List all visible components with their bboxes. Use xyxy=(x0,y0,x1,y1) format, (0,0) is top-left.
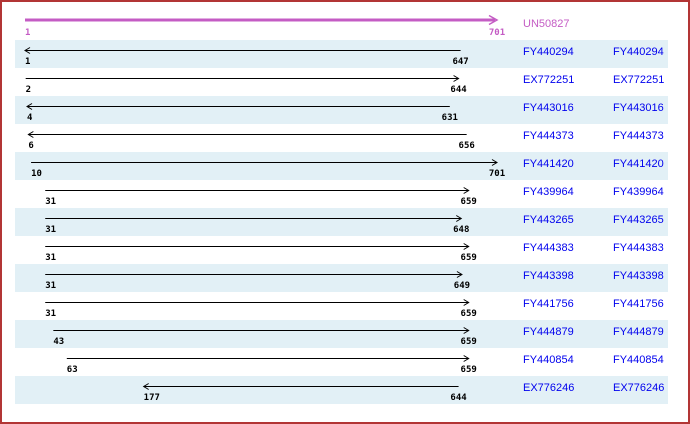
accession-link-col2[interactable]: FY441420 xyxy=(613,158,664,170)
alignment-row: 31 659 FY441756 FY441756 xyxy=(2,292,688,320)
accession-link-col1[interactable]: FY440854 xyxy=(523,354,574,366)
alignment-row: 6 656 FY444373 FY444373 xyxy=(2,124,688,152)
accession-link-col2[interactable]: FY440294 xyxy=(613,46,664,58)
alignment-end-coord: 659 xyxy=(460,197,477,207)
alignment-end-coord: 649 xyxy=(453,281,471,291)
accession-link-col1[interactable]: FY440294 xyxy=(523,46,574,58)
alignment-arrow-right[interactable] xyxy=(2,208,522,236)
alignment-start-coord: 10 xyxy=(31,169,42,179)
alignment-end-coord: 644 xyxy=(450,85,467,95)
row-band xyxy=(15,264,668,292)
accession-link-col2[interactable]: FY443016 xyxy=(613,102,664,114)
row-band xyxy=(15,208,668,236)
alignment-start-coord: 31 xyxy=(45,253,57,263)
accession-link-col1[interactable]: FY444383 xyxy=(523,242,574,254)
accession-link-col2[interactable]: EX776246 xyxy=(613,382,665,394)
alignment-arrow-left[interactable] xyxy=(2,96,522,124)
alignment-arrow-right[interactable] xyxy=(2,348,522,376)
accession-link-col1[interactable]: FY441756 xyxy=(523,298,574,310)
alignment-arrow-right[interactable] xyxy=(2,152,522,180)
alignment-row: 31 649 FY443398 FY443398 xyxy=(2,264,688,292)
alignment-row: 63 659 FY440854 FY440854 xyxy=(2,348,688,376)
accession-link-col2[interactable]: FY443398 xyxy=(613,270,664,282)
alignment-start-coord: 43 xyxy=(53,337,65,347)
alignment-arrow-right[interactable] xyxy=(2,68,522,96)
alignment-row: 10 701 FY441420 FY441420 xyxy=(2,152,688,180)
row-band xyxy=(15,376,668,404)
alignment-row: 31 659 FY439964 FY439964 xyxy=(2,180,688,208)
alignment-end-coord: 659 xyxy=(460,253,477,263)
accession-link-col1[interactable]: FY443398 xyxy=(523,270,574,282)
alignment-rows: 1 647 FY440294 FY440294 2 644 EX772251 EX772251… xyxy=(2,40,688,404)
alignment-arrow-left[interactable] xyxy=(2,124,522,152)
alignment-arrow-right[interactable] xyxy=(2,320,522,348)
accession-link-col1[interactable]: EX772251 xyxy=(523,74,575,86)
reference-arrow xyxy=(25,14,499,26)
alignment-start-coord: 31 xyxy=(45,281,57,291)
row-band xyxy=(15,152,668,180)
accession-link-col2[interactable]: FY443265 xyxy=(613,214,664,226)
alignment-start-coord: 4 xyxy=(27,113,33,123)
reference-header: 1 701 UN50827 xyxy=(2,2,688,40)
row-band xyxy=(15,320,668,348)
alignment-end-coord: 656 xyxy=(458,141,475,151)
alignment-end-coord: 648 xyxy=(453,225,470,235)
accession-link-col2[interactable]: FY444373 xyxy=(613,130,664,142)
accession-link-col2[interactable]: FY439964 xyxy=(613,186,664,198)
alignment-start-coord: 31 xyxy=(45,225,57,235)
reference-end-coord: 701 xyxy=(488,28,506,38)
alignment-arrow-left[interactable] xyxy=(2,40,522,68)
accession-link-col1[interactable]: FY443016 xyxy=(523,102,574,114)
alignment-start-coord: 2 xyxy=(25,85,32,95)
accession-link-col1[interactable]: FY443265 xyxy=(523,214,574,226)
alignment-row: 31 659 FY444383 FY444383 xyxy=(2,236,688,264)
row-band xyxy=(15,96,668,124)
alignment-start-coord: 177 xyxy=(143,393,160,403)
alignment-row: 31 648 FY443265 FY443265 xyxy=(2,208,688,236)
alignment-end-coord: 647 xyxy=(452,57,469,67)
alignment-row: 177 644 EX776246 EX776246 xyxy=(2,376,688,404)
accession-link-col2[interactable]: EX772251 xyxy=(613,74,665,86)
alignment-end-coord: 659 xyxy=(460,365,477,375)
alignment-end-coord: 659 xyxy=(460,309,477,319)
accession-link-col2[interactable]: FY444879 xyxy=(613,326,664,338)
alignment-start-coord: 31 xyxy=(45,197,57,207)
reference-start-coord: 1 xyxy=(25,28,31,38)
alignment-arrow-left[interactable] xyxy=(2,376,522,404)
alignment-start-coord: 1 xyxy=(25,57,31,67)
accession-link-col1[interactable]: EX776246 xyxy=(523,382,575,394)
alignment-start-coord: 63 xyxy=(66,365,78,375)
reference-label: UN50827 xyxy=(523,18,570,30)
alignment-end-coord: 701 xyxy=(488,169,506,179)
alignment-row: 2 644 EX772251 EX772251 xyxy=(2,68,688,96)
accession-link-col1[interactable]: FY441420 xyxy=(523,158,574,170)
alignment-row: 43 659 FY444879 FY444879 xyxy=(2,320,688,348)
alignment-end-coord: 631 xyxy=(441,113,458,123)
accession-link-col1[interactable]: FY444879 xyxy=(523,326,574,338)
accession-link-col1[interactable]: FY444373 xyxy=(523,130,574,142)
row-band xyxy=(15,40,668,68)
alignment-arrow-right[interactable] xyxy=(2,292,522,320)
alignment-start-coord: 31 xyxy=(45,309,57,319)
alignment-arrow-right[interactable] xyxy=(2,236,522,264)
alignment-row: 4 631 FY443016 FY443016 xyxy=(2,96,688,124)
accession-link-col2[interactable]: FY444383 xyxy=(613,242,664,254)
alignment-row: 1 647 FY440294 FY440294 xyxy=(2,40,688,68)
alignment-end-coord: 644 xyxy=(450,393,467,403)
accession-link-col2[interactable]: FY440854 xyxy=(613,354,664,366)
accession-link-col2[interactable]: FY441756 xyxy=(613,298,664,310)
alignment-arrow-right[interactable] xyxy=(2,180,522,208)
alignment-arrow-right[interactable] xyxy=(2,264,522,292)
alignment-start-coord: 6 xyxy=(28,141,34,151)
accession-link-col1[interactable]: FY439964 xyxy=(523,186,574,198)
alignment-end-coord: 659 xyxy=(460,337,477,347)
